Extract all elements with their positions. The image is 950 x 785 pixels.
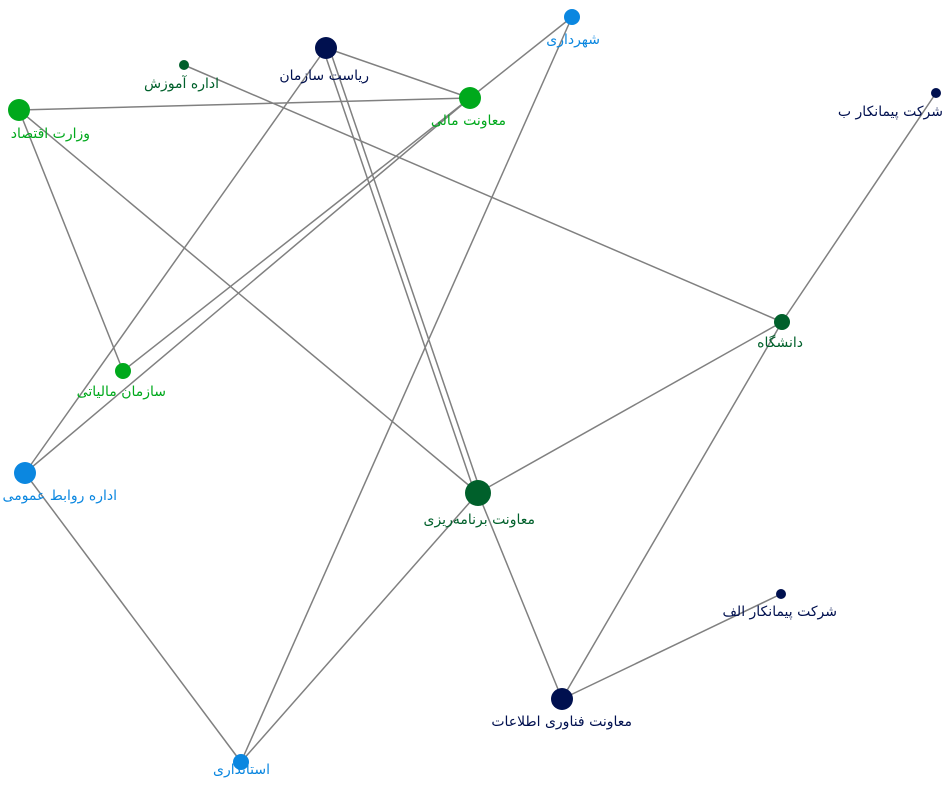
node-label-fanavari: معاونت فناوری اطلاعات (491, 714, 632, 730)
edge-riasat-barnameh (322, 48, 476, 495)
node-maliati[interactable] (115, 363, 131, 379)
edge-shahrdari-mali (469, 16, 573, 99)
node-peymankar_alef[interactable] (776, 589, 786, 599)
node-eqtesad[interactable] (8, 99, 30, 121)
edge-amoozesh-daneshgah (183, 64, 783, 323)
node-label-eqtesad: وزارت اقتصاد (11, 126, 90, 142)
edge-riasat-mali (325, 47, 471, 99)
node-label-barnameh: معاونت برنامه‌ریزی (423, 512, 535, 528)
node-shahrdari[interactable] (564, 9, 580, 25)
nodes-layer (8, 9, 941, 770)
edge-mali-eqtesad (18, 97, 471, 111)
node-label-ostandari: استانداری (213, 762, 270, 778)
node-label-peymankar_alef: شرکت پیمانکار الف (722, 604, 837, 620)
edge-riasat-ravabet (24, 47, 327, 474)
edges-layer (18, 16, 937, 763)
node-barnameh[interactable] (465, 480, 491, 506)
edge-mali-ravabet (24, 97, 471, 474)
edge-riasat-barnameh (328, 46, 482, 493)
node-peymankar_b[interactable] (931, 88, 941, 98)
node-ostandari[interactable] (233, 754, 249, 770)
edge-peymankar_alef-fanavari (561, 593, 782, 700)
node-label-shahrdari: شهرداری (546, 32, 600, 48)
edge-mali-maliati (122, 97, 471, 372)
edge-eqtesad-maliati (18, 109, 124, 372)
node-label-mali: معاونت مالی (431, 113, 506, 129)
node-label-maliati: سازمان مالیاتی (77, 384, 166, 400)
node-label-daneshgah: دانشگاه (757, 334, 803, 351)
node-fanavari[interactable] (551, 688, 573, 710)
edge-daneshgah-fanavari (561, 321, 783, 700)
edge-barnameh-ostandari (240, 492, 479, 763)
node-label-peymankar_b: شرکت پیمانکار ب (838, 104, 943, 120)
node-label-riasat: ریاست سازمان (279, 68, 369, 84)
edge-ravabet-ostandari (24, 472, 242, 763)
node-riasat[interactable] (315, 37, 337, 59)
labels-layer: ریاست سازمان شهرداری اداره آموزش معاونت مال… (3, 32, 943, 778)
node-ravabet[interactable] (14, 462, 36, 484)
edge-peymankar_b-daneshgah (781, 92, 937, 323)
edge-barnameh-fanavari (477, 492, 563, 700)
node-mali[interactable] (459, 87, 481, 109)
node-amoozesh[interactable] (179, 60, 189, 70)
edge-daneshgah-barnameh (477, 321, 783, 494)
node-label-amoozesh: اداره آموزش (144, 75, 219, 92)
edge-eqtesad-barnameh (18, 109, 479, 494)
node-daneshgah[interactable] (774, 314, 790, 330)
edge-shahrdari-ostandari (240, 16, 573, 763)
node-label-ravabet: اداره روابط عمومی (3, 488, 117, 504)
